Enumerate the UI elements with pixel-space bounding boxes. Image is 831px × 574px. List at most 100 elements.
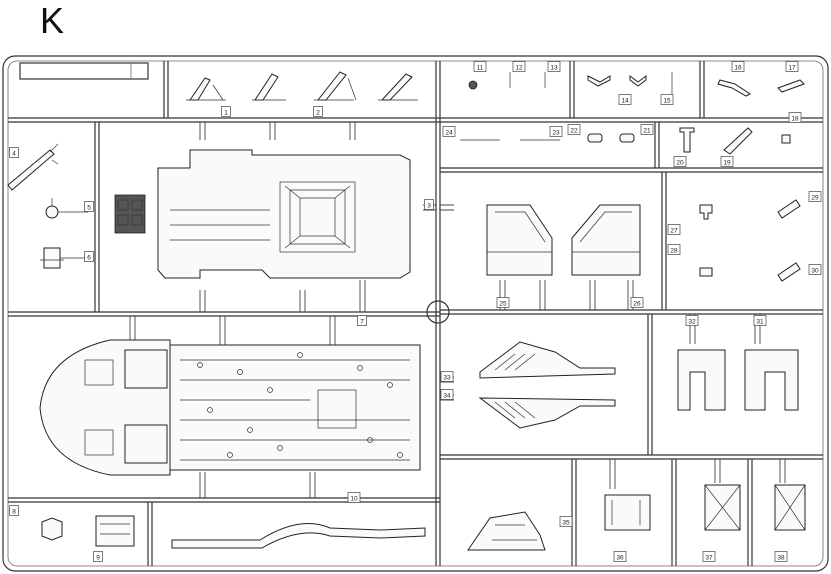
part-label-box [9,147,19,158]
part-label-box [753,315,767,326]
part-label-number: 38 [777,554,785,561]
part-label: 12 [512,61,526,72]
part-label-number: 6 [87,254,91,261]
parts-11-18-small [468,72,805,144]
parts-ladders [186,71,418,101]
part-label-box [313,106,323,117]
part-label-box [567,124,581,135]
part-label-number: 37 [705,554,713,561]
part-label-number: 28 [670,247,678,254]
part-label-number: 16 [734,64,742,71]
part-label-box [788,112,802,123]
part-label-box [84,201,94,212]
part-label-box [9,505,19,516]
parts-19-24-strip [460,127,753,155]
part-label-number: 2 [316,109,320,116]
part-label: 7 [357,315,367,326]
part-label-number: 25 [499,300,507,307]
part-label-number: 5 [87,204,91,211]
part-label: 8 [9,505,19,516]
part-label: 15 [660,94,674,105]
part-label: 14 [618,94,632,105]
part-label-box [774,551,788,562]
part-label-number: 11 [477,64,484,71]
part-label-number: 30 [811,267,819,274]
part-label-number: 24 [445,129,453,136]
part-label-number: 33 [443,374,451,381]
part-label: 29 [808,191,822,202]
part-label: 11 [473,61,487,72]
part-label-number: 12 [515,64,523,71]
part-3-deck-plate [114,149,411,279]
part-label-box [549,126,563,137]
part-label-number: 27 [670,227,678,234]
part-label-box [221,106,231,117]
part-label: 16 [731,61,745,72]
part-label: 35 [559,516,573,527]
part-label: 1 [221,106,231,117]
part-label-number: 8 [12,508,16,515]
part-label-number: 13 [550,64,558,71]
parts-27-30 [699,199,801,282]
part-label-box [424,199,434,210]
part-label-number: 19 [723,159,731,166]
part-label: 18 [788,112,802,123]
part-label-box [512,61,526,72]
part-label-number: 10 [350,495,358,502]
part-label-number: 31 [756,318,764,325]
part-label: 22 [567,124,581,135]
part-label-box [720,156,734,167]
part-label: 28 [667,244,681,255]
part-label-number: 21 [643,127,651,134]
part-label-box [640,124,654,135]
part-label-number: 3 [427,202,431,209]
part-label-box [440,371,454,382]
parts-25-26-shields [486,204,641,276]
part-label: 13 [547,61,561,72]
attachment-gates [129,122,786,498]
part-label-box [442,126,456,137]
part-label-number: 36 [616,554,624,561]
part-label-box [84,251,94,262]
part-label-number: 35 [562,519,570,526]
part-label: 23 [549,126,563,137]
part-label-number: 32 [688,318,696,325]
part-label-box [559,516,573,527]
part-label: 17 [785,61,799,72]
parts-35-38-assemblies [467,484,806,551]
part-label-box [547,61,561,72]
part-label-number: 1 [224,109,228,116]
part-label-number: 18 [791,115,799,122]
part-label-number: 9 [96,554,100,561]
part-7-hull-deck [39,339,421,476]
part-label: 25 [496,297,510,308]
part-label: 33 [440,371,454,382]
part-label-box [93,551,103,562]
part-label-box [667,244,681,255]
part-label: 5 [84,201,94,212]
part-label-box [667,224,681,235]
part-label: 9 [93,551,103,562]
parts-4-6-small [7,143,88,269]
part-label-number: 17 [788,64,796,71]
part-label: 27 [667,224,681,235]
parts-33-34-ramps [478,341,616,429]
part-label-number: 14 [621,97,629,104]
part-label: 10 [347,492,361,503]
part-label-box [808,191,822,202]
part-label: 32 [685,315,699,326]
part-label-box [473,61,487,72]
part-label-number: 20 [676,159,684,166]
part-label-box [731,61,745,72]
part-label: 34 [440,389,454,400]
part-label-box [660,94,674,105]
part-label-box [673,156,687,167]
part-label-box [347,492,361,503]
part-label-box [685,315,699,326]
part-label-box [440,389,454,400]
part-label-box [702,551,716,562]
part-label-number: 7 [360,318,364,325]
parts-31-32-brackets [677,349,799,411]
part-label-number: 15 [663,97,671,104]
